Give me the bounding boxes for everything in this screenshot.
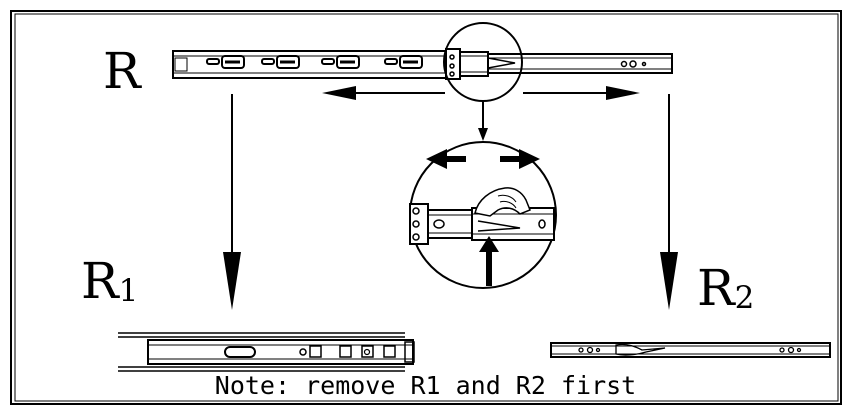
rail-r2-drawing: [550, 342, 831, 358]
rail-slots: [206, 55, 423, 69]
rail-assembly-r: [172, 48, 673, 80]
arrow-to-r1: [223, 94, 241, 310]
frame-border-inner: [14, 13, 839, 402]
zoom-arrow: [478, 101, 488, 141]
release-arrows: [426, 149, 540, 169]
arrow-to-r2: [660, 94, 678, 310]
label-r1-index: 1: [118, 273, 139, 309]
rail-r1-drawing: [118, 332, 415, 372]
push-up-arrow: [479, 236, 499, 286]
label-r2-letter: R: [697, 259, 735, 317]
detail-circle: [409, 141, 557, 289]
instruction-note: Note: remove R1 and R2 first: [214, 371, 637, 400]
label-r1-letter: R: [81, 252, 119, 310]
frame-border: [10, 10, 842, 405]
direction-arrows-top: [322, 86, 640, 100]
label-r2-index: 2: [734, 280, 755, 316]
label-r1: R1: [81, 256, 138, 307]
label-r-text: R: [103, 42, 141, 100]
label-r: R: [103, 46, 141, 96]
label-r2: R2: [697, 263, 754, 314]
